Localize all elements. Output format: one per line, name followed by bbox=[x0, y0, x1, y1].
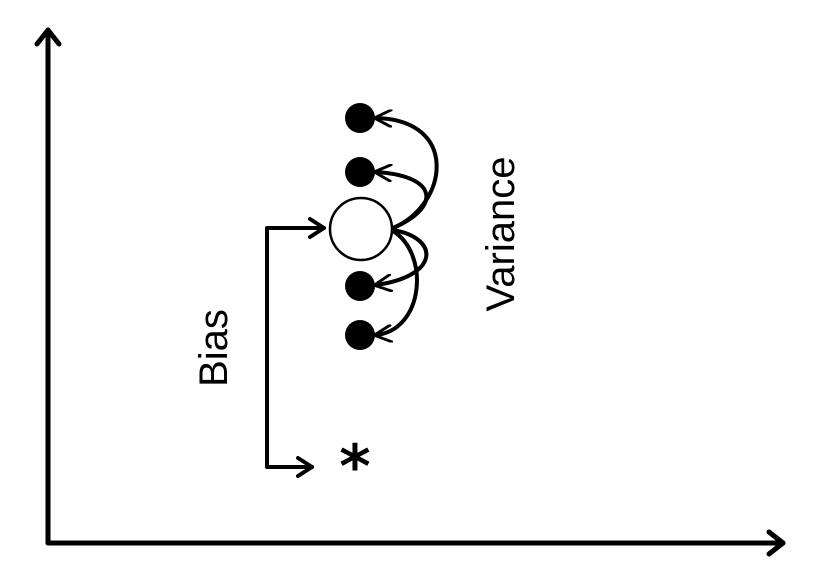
estimate-dot bbox=[345, 157, 375, 187]
expected-estimate-circle bbox=[328, 196, 394, 262]
variance-arrow-2 bbox=[376, 172, 429, 230]
bias-bracket bbox=[265, 217, 326, 478]
estimates bbox=[345, 103, 375, 350]
true-value-asterisk: * bbox=[339, 432, 370, 502]
bias-label: Bias bbox=[192, 309, 236, 387]
axes bbox=[34, 27, 786, 557]
bias-arrowhead-top bbox=[308, 217, 326, 239]
estimate-dot bbox=[345, 103, 375, 133]
y-axis-arrowhead bbox=[34, 27, 62, 47]
bias-arrowhead-bottom bbox=[296, 456, 314, 478]
variance-arrows bbox=[376, 118, 439, 335]
estimate-dot bbox=[345, 271, 375, 301]
bias-arrow-line bbox=[265, 226, 326, 469]
variance-arrow-4 bbox=[376, 229, 419, 335]
variance-arrow-3 bbox=[376, 228, 429, 285]
x-axis-arrowhead bbox=[766, 529, 786, 557]
variance-label: Variance bbox=[479, 157, 523, 312]
estimate-dot bbox=[345, 320, 375, 350]
